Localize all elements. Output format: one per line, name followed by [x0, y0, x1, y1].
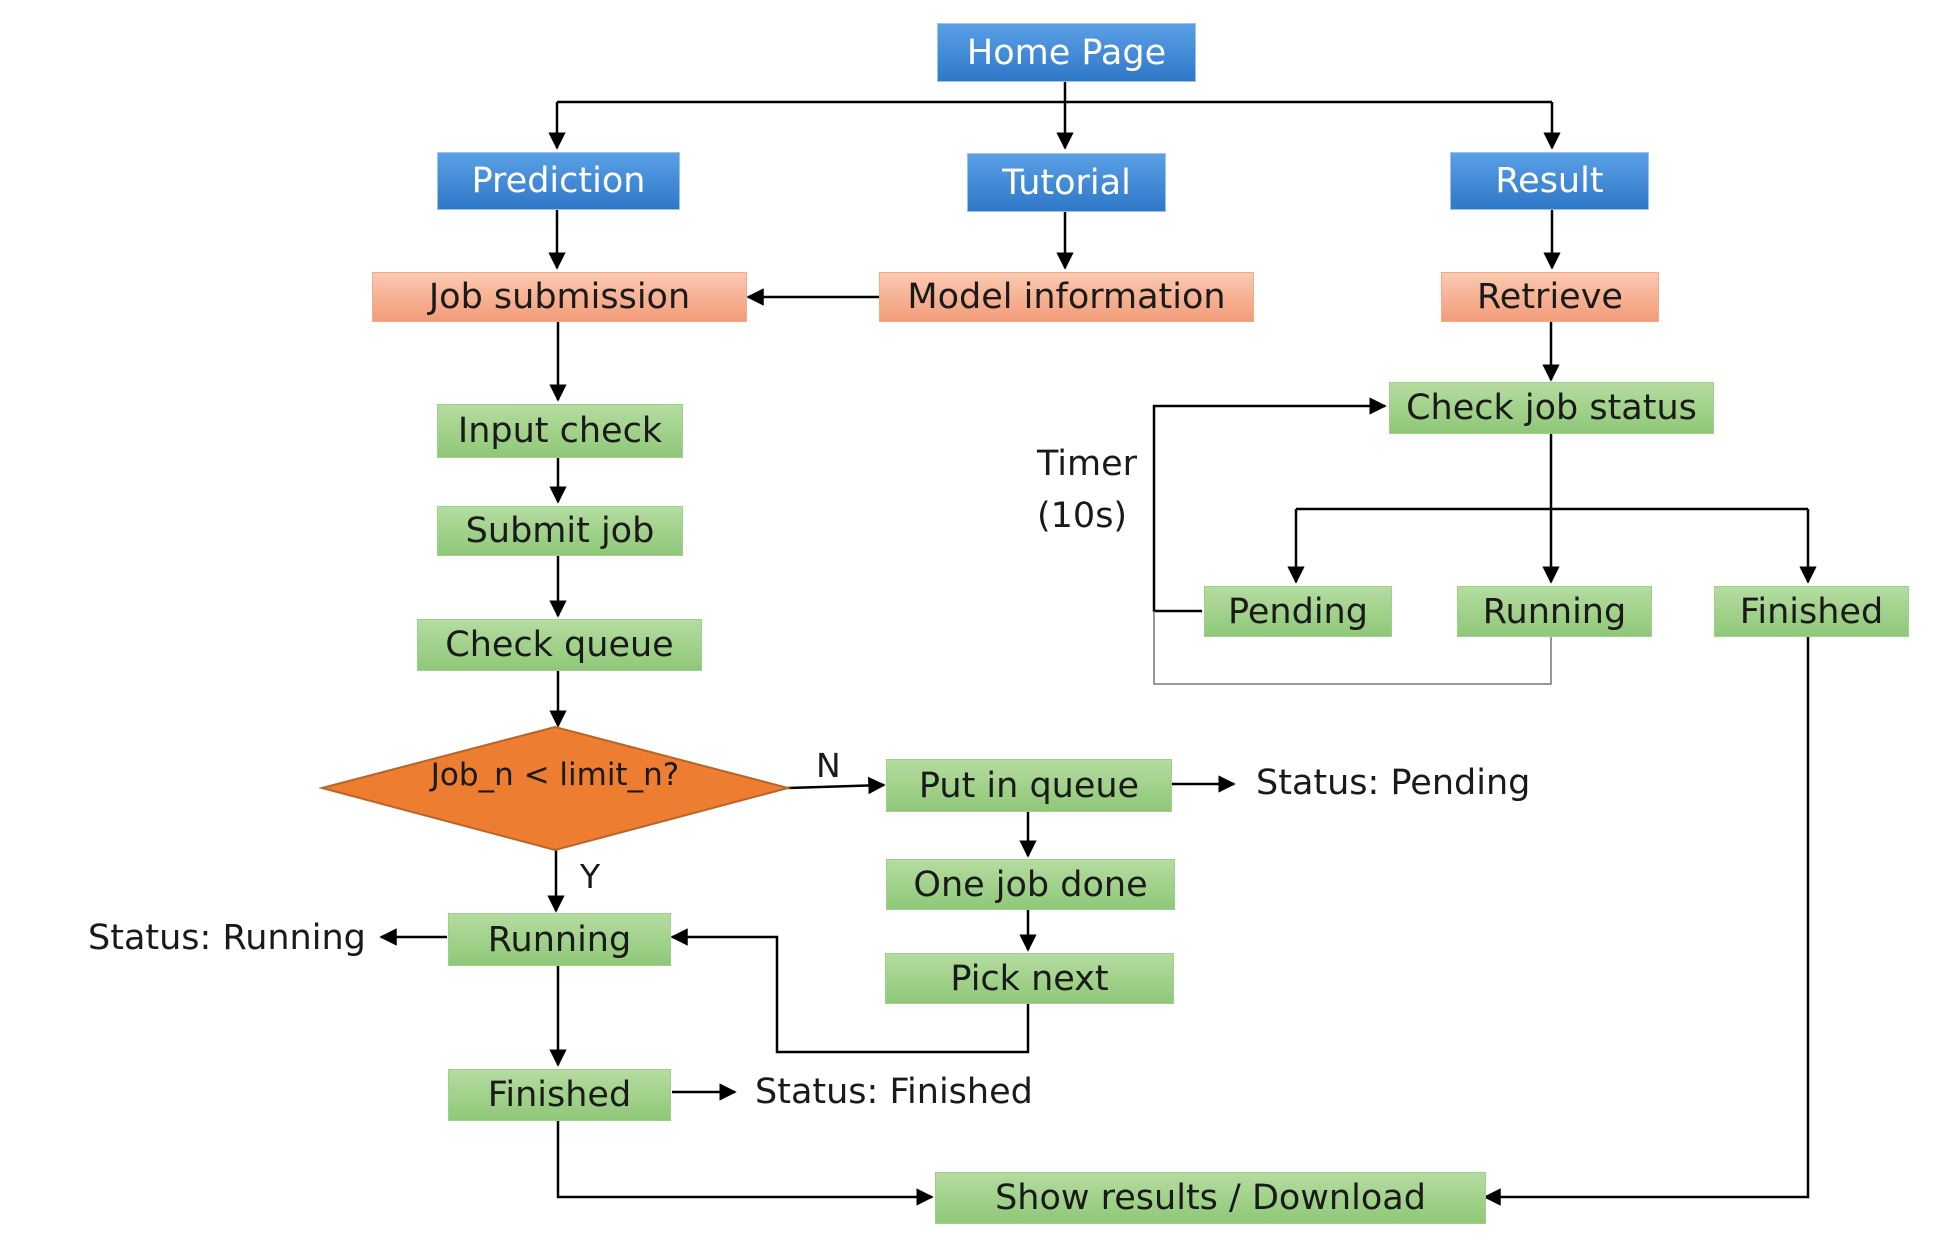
pending-box: Pending — [1204, 586, 1392, 637]
home-page-box: Home Page — [937, 23, 1196, 82]
yes-branch-label: Y — [580, 857, 601, 896]
result-box: Result — [1450, 152, 1649, 210]
arrow-finished-to-show-results-right — [1483, 637, 1810, 1206]
decision-label: Job_n < limit_n? — [430, 757, 680, 793]
status-finished-label: Status: Finished — [755, 1072, 1033, 1112]
prediction-box: Prediction — [437, 152, 680, 210]
timer-label-line2: (10s) — [1037, 496, 1128, 536]
tutorial-box: Tutorial — [967, 153, 1166, 212]
submit-job-box: Submit job — [437, 506, 683, 556]
model-information-box: Model information — [879, 272, 1254, 322]
arrow-finished-to-show-results — [556, 1121, 934, 1206]
status-pending-label: Status: Pending — [1256, 763, 1531, 803]
running-right-box: Running — [1457, 586, 1652, 637]
arrow-pick-next-to-running — [670, 928, 1030, 1054]
job-submission-box: Job submission — [372, 272, 747, 322]
decision-diamond — [318, 725, 792, 852]
no-branch-label: N — [816, 746, 841, 785]
finished-right-box: Finished — [1714, 586, 1909, 637]
finished-left-box: Finished — [448, 1069, 671, 1121]
retrieve-box: Retrieve — [1441, 272, 1659, 322]
connector-running-loop — [1153, 611, 1552, 685]
show-results-box: Show results / Download — [935, 1172, 1486, 1224]
status-running-label: Status: Running — [88, 918, 366, 958]
put-in-queue-box: Put in queue — [886, 759, 1172, 812]
running-left-box: Running — [448, 913, 671, 966]
check-job-status-box: Check job status — [1389, 382, 1714, 434]
check-queue-box: Check queue — [417, 619, 702, 671]
arrow-decision-no — [787, 776, 886, 795]
input-check-box: Input check — [437, 404, 683, 458]
timer-label-line1: Timer — [1037, 444, 1138, 484]
one-job-done-box: One job done — [886, 859, 1175, 910]
pick-next-box: Pick next — [885, 953, 1174, 1004]
arrow-timer-loop — [1152, 397, 1387, 613]
